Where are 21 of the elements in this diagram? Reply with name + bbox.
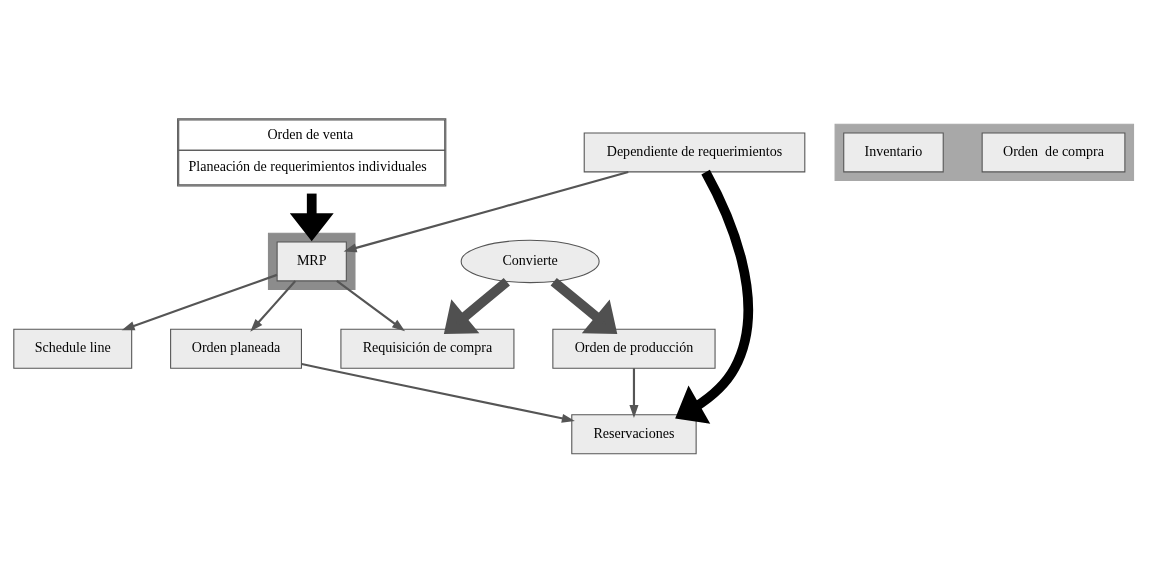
arrow: [343, 170, 629, 252]
arrow: [443, 277, 510, 334]
node-box: MRP: [276, 240, 347, 281]
arrow: [675, 169, 753, 424]
node-box: Orden de producción: [552, 328, 716, 369]
arrow: [121, 273, 278, 330]
arrow: [289, 193, 334, 241]
arrow: [301, 362, 575, 423]
node-box: Inventario: [843, 131, 944, 172]
node-box: Orden de compra: [981, 131, 1126, 172]
arrow: [336, 279, 405, 331]
arrow: [550, 277, 618, 334]
node-box: Schedule line: [13, 328, 133, 369]
node-box: Orden planeada: [170, 328, 302, 369]
node-ellipse: Convierte: [460, 239, 600, 283]
node-box: Dependiente de requerimientos: [583, 131, 806, 172]
node-box: Requisición de compra: [340, 328, 515, 369]
arrow: [629, 367, 639, 418]
arrow: [250, 279, 297, 332]
node-box: Reservaciones: [571, 413, 697, 454]
cluster: [834, 123, 1135, 181]
